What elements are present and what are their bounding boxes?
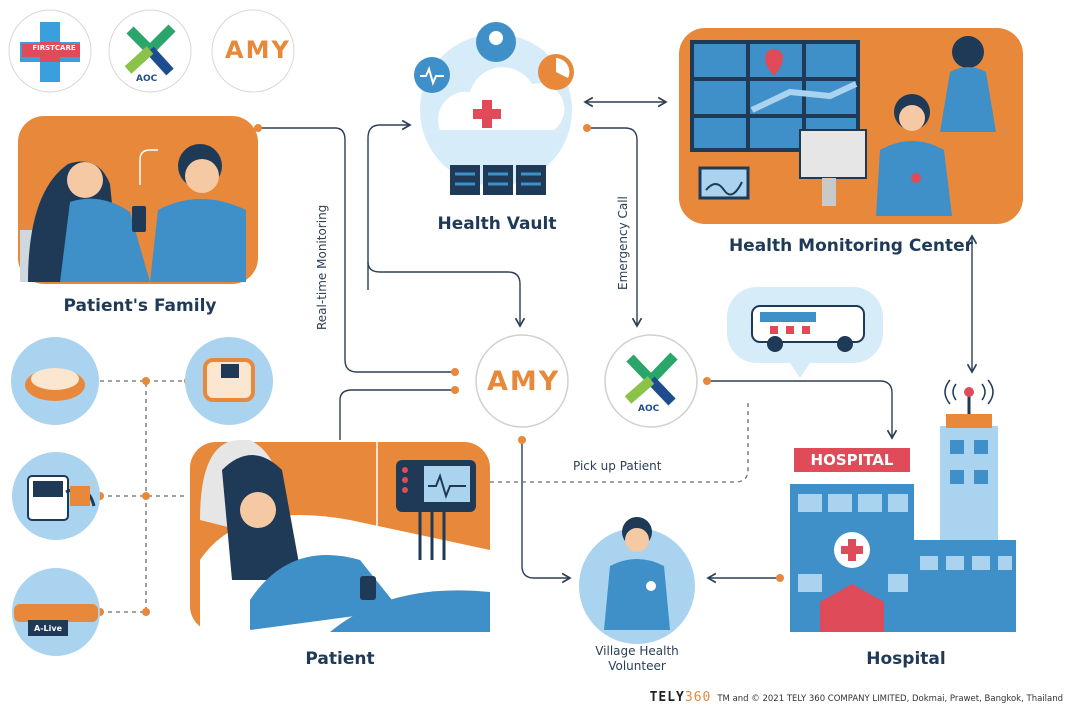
volunteer-label: Village Health Volunteer	[572, 644, 702, 674]
realtime-monitoring-label: Real-time Monitoring	[315, 204, 329, 330]
hospital-label: Hospital	[866, 649, 946, 669]
connectors	[258, 96, 978, 584]
aoc-text-hub: AOC	[638, 404, 660, 414]
patient-to-amy-line	[339, 389, 455, 440]
amy-volunteer-arrow	[521, 440, 572, 584]
emergency-arrow	[587, 127, 643, 328]
amy-logo-top	[211, 9, 295, 93]
band-label: A-Live	[34, 624, 62, 633]
pickup-dashed-line	[490, 400, 749, 483]
health-vault-label: Health Vault	[437, 214, 557, 234]
aoc-hospital-arrow	[707, 380, 898, 440]
monitoring-center-illustration	[679, 28, 1023, 224]
family-to-amy-line	[258, 127, 455, 373]
vault-to-amy-arrow	[367, 261, 526, 328]
patients-family-illustration	[18, 116, 258, 284]
device-icons	[11, 337, 273, 656]
amy-hub-text: AMY	[487, 366, 561, 397]
aoc-hub	[604, 334, 698, 428]
footer-brand-text: TELY	[649, 690, 685, 705]
pickup-label: Pick up Patient	[573, 459, 662, 473]
footer-brand-num: 360	[684, 690, 712, 705]
aoc-text-top: AOC	[136, 74, 158, 84]
volunteer-illustration	[579, 517, 695, 644]
ambulance-bubble	[727, 287, 883, 378]
patient-illustration	[190, 409, 490, 632]
monitoring-center-label: Health Monitoring Center	[728, 236, 974, 256]
hospital-sign: HOSPITAL	[810, 451, 894, 469]
health-vault-illustration	[414, 22, 574, 195]
firstcare-text: FIRSTCARE	[32, 44, 76, 52]
volunteer-label-line2: Volunteer	[608, 659, 666, 673]
to-vault-arrow	[367, 119, 412, 290]
amy-hub	[475, 334, 569, 428]
patient-label: Patient	[305, 649, 375, 669]
footer-brand: TELY360	[650, 690, 712, 705]
emergency-call-label: Emergency Call	[616, 196, 630, 290]
footer-copyright: TM and © 2021 TELY 360 COMPANY LIMITED, …	[717, 694, 1063, 704]
footer: TELY360 TM and © 2021 TELY 360 COMPANY L…	[650, 690, 1063, 705]
patients-family-label: Patient's Family	[63, 296, 217, 316]
amy-logo-text-top: AMY	[225, 36, 291, 64]
firstcare-logo	[8, 9, 92, 93]
volunteer-label-line1: Village Health	[595, 644, 679, 658]
hospital-illustration	[790, 379, 1016, 632]
aoc-logo-top	[108, 9, 192, 93]
